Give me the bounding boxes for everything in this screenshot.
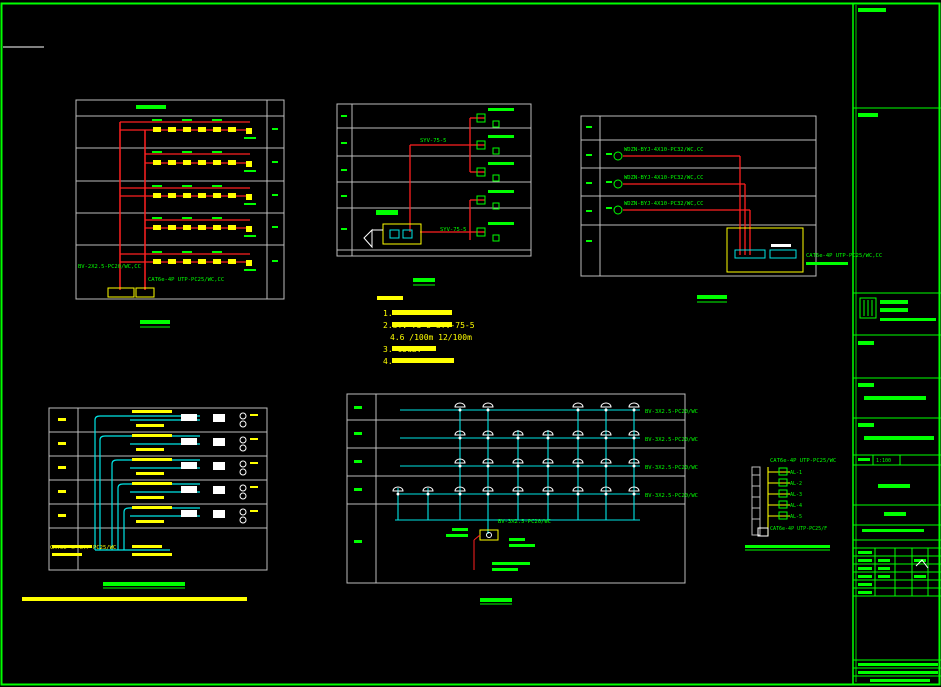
box-item-1: AL-1 [790,470,802,476]
note-line-4: 4. [383,357,393,366]
company-logo-icon [859,297,936,321]
diagram-title-mark [136,105,166,109]
diagram-tv-system: SYV-75-5 SYV-75-5 [336,103,532,286]
note-line-1: 1. [383,309,393,318]
power-utp-label: CAT6e-4P UTP-PC25/WC,CC [806,253,882,259]
power-cable-3: WDZN-BYJ-4X10-PC32/WC,CC [624,201,703,207]
cable-label-bottom: CAT6e-4P UTP-PC25/WC,CC [148,277,224,283]
lighting-feed-2: BV-3X2.5-PC20/WC [645,437,698,443]
title-block: 1:100 [852,3,941,684]
footnote-mark [22,597,247,601]
tv-cable-2: SYV-75-5 [440,227,467,233]
power-cable-2: WDZN-BYJ-4X10-PC32/WC,CC [624,175,703,181]
design-notes: 1. 2.SYV-75-5 SYV-75-5 4.6 /100m 12/100m… [377,296,475,366]
box-item-3: AL-3 [790,492,802,498]
box-item-4: AL-4 [790,503,802,509]
diagram-network-riser: BV-2X2.5-PC20/WC,CC CAT6e-4P UTP-PC25/WC… [75,99,285,328]
note-line-2b: 4.6 /100m 12/100m [390,333,472,342]
diagram-distribution-box: CAT6e-4P UTP-PC25/WC AL-1 AL-2 AL-3 AL-4… [745,458,836,551]
cable-label-left: BV-2X2.5-PC20/WC,CC [78,264,141,270]
lighting-feed-3: BV-3X2.5-PC20/WC [645,465,698,471]
box-footer: CAT6e-4P UTP-PC25/F [770,526,827,532]
box-header: CAT6e-4P UTP-PC25/WC [770,458,836,464]
power-cable-1: WDZN-BYJ-4X10-PC32/WC,CC [624,147,703,153]
phone-cable-label: CAT6e-4P UTP-PC25/WC [50,545,116,551]
diagram-caption-mark [140,320,170,324]
scale-value: 1:100 [876,458,891,464]
box-item-2: AL-2 [790,481,802,487]
lighting-main: BV-3X2.5-PC20/WC [498,519,551,525]
lighting-feed-4: BV-3X2.5-PC20/WC [645,493,698,499]
diagram-lighting: BV-3X2.5-PC20/WC BV-3X2.5-PC20/WC BV-3X2… [346,393,698,605]
lighting-feed-1: BV-3X2.5-PC20/WC [645,409,698,415]
diagram-power-cable: WDZN-BYJ-4X10-PC32/WC,CC WDZN-BYJ-4X10-P… [580,115,882,303]
tv-cable-1: SYV-75-5 [420,138,447,144]
diagram-telephone: CAT6e-4P UTP-PC25/WC [22,407,268,601]
box-item-5: AL-5 [790,514,802,520]
